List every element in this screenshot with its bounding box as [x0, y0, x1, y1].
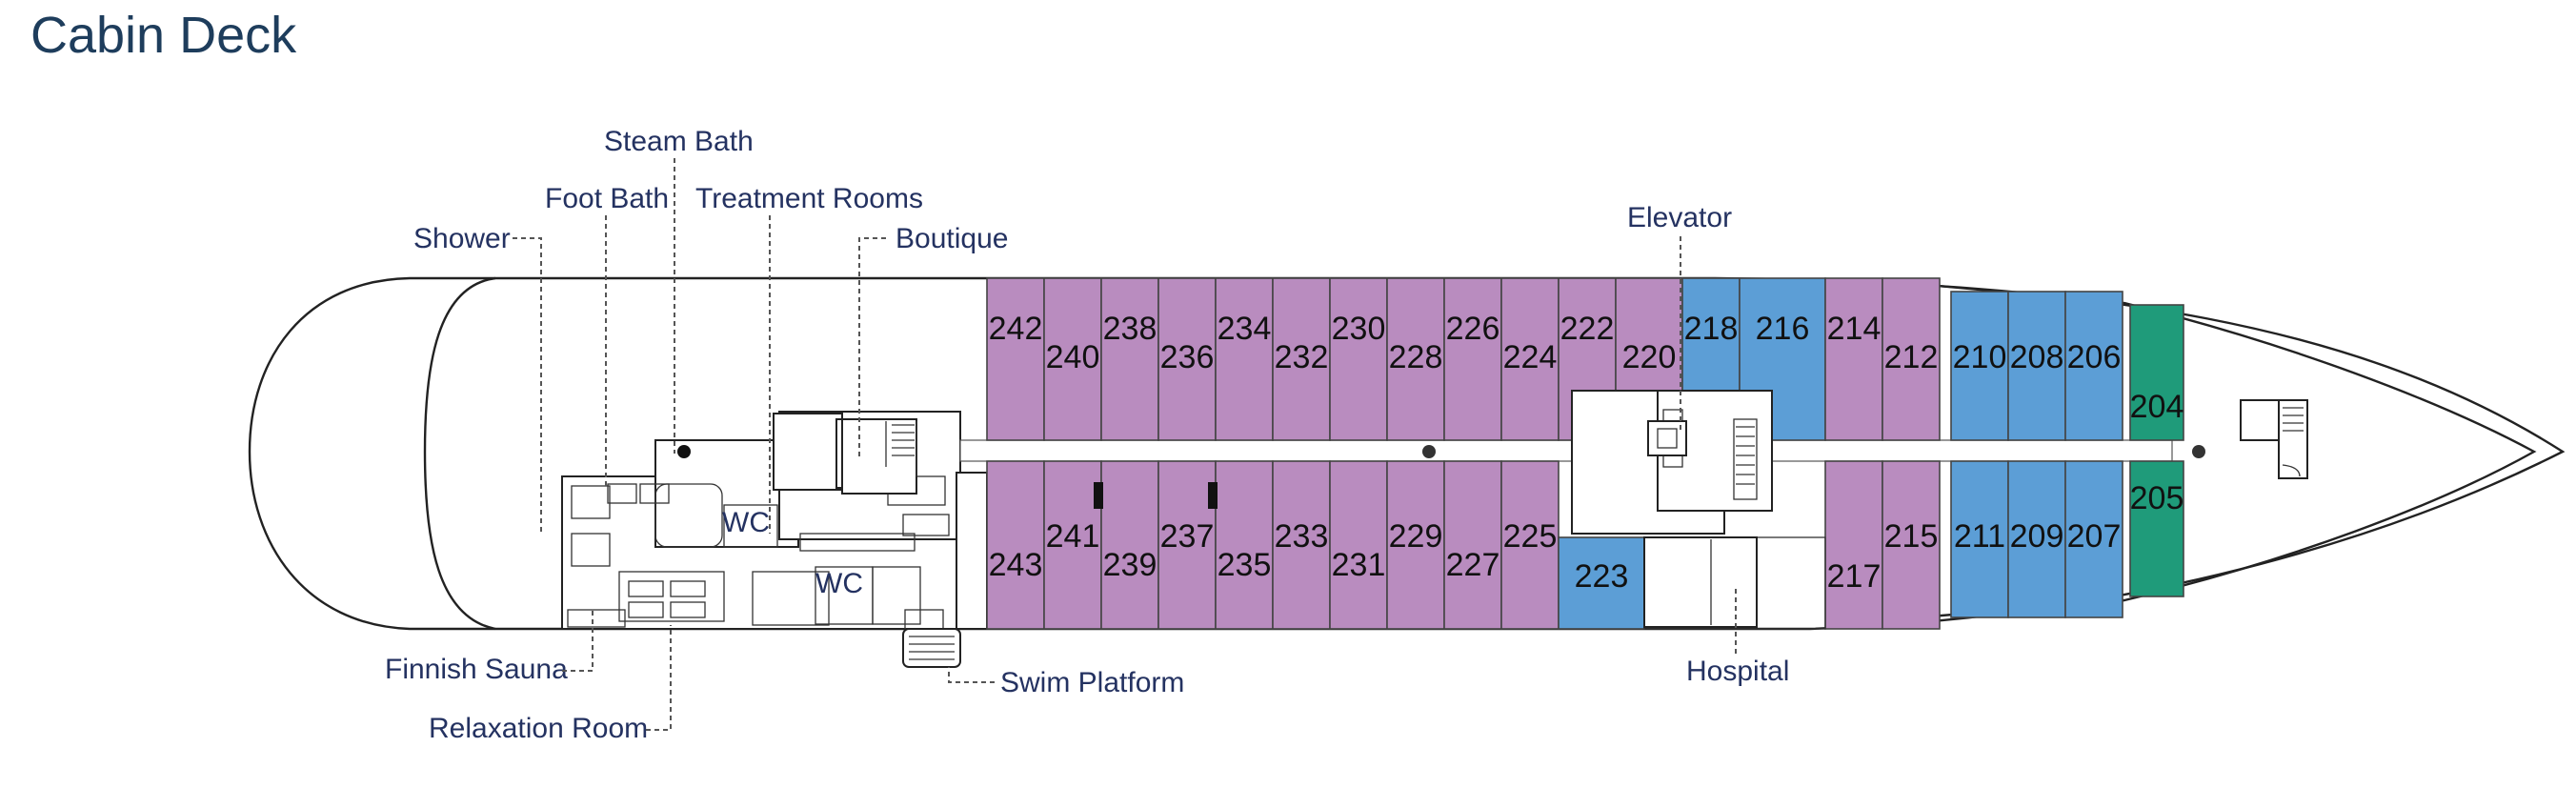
hull-outline	[248, 276, 2566, 631]
cabin-number: 229	[1389, 518, 1443, 555]
aft-stairs	[841, 418, 917, 495]
cabin-number: 232	[1275, 339, 1329, 375]
cabin-number: 236	[1160, 339, 1215, 375]
label-hospital: Hospital	[1686, 656, 1789, 687]
cabin-number: 218	[1684, 311, 1739, 347]
label-swim-platform: Swim Platform	[1000, 667, 1184, 698]
wc-label-2: WC	[815, 568, 863, 599]
swim-platform	[902, 628, 961, 668]
cabin-number: 209	[2010, 518, 2064, 555]
cabin-block[interactable]	[1950, 460, 2009, 618]
cabin-block[interactable]	[986, 460, 1045, 630]
label-boutique: Boutique	[896, 223, 1008, 254]
cabin-number: 224	[1503, 339, 1558, 375]
cabin-number: 230	[1332, 311, 1386, 347]
door-marker	[1094, 482, 1103, 509]
cabin-block[interactable]	[1824, 277, 1883, 441]
cabin-block[interactable]	[1329, 277, 1388, 441]
cabin-block[interactable]	[1500, 277, 1560, 441]
cabin-block[interactable]	[1329, 460, 1388, 630]
cabin-number: 231	[1332, 547, 1386, 583]
page-title: Cabin Deck	[30, 7, 297, 64]
cabin-block[interactable]	[1100, 277, 1159, 441]
cabin-number: 210	[1953, 339, 2007, 375]
cabin-number: 228	[1389, 339, 1443, 375]
cabin-number: 242	[989, 311, 1043, 347]
cabin-block[interactable]	[1043, 277, 1102, 441]
cabin-block[interactable]	[2129, 460, 2184, 597]
cabin-block[interactable]	[2129, 304, 2184, 441]
label-finnish-sauna: Finnish Sauna	[385, 654, 568, 685]
cabin-block[interactable]	[1882, 460, 1941, 630]
cabin-block[interactable]	[1558, 536, 1645, 630]
cabin-block[interactable]	[1386, 460, 1445, 630]
cabin-number: 241	[1046, 518, 1100, 555]
cabin-block[interactable]	[1215, 277, 1274, 441]
cabin-number: 237	[1160, 518, 1215, 555]
cabin-block[interactable]	[1882, 277, 1941, 441]
cabin-number: 238	[1103, 311, 1157, 347]
cabin-block[interactable]	[1443, 277, 1502, 441]
door-marker	[1208, 482, 1218, 509]
cabin-number: 204	[2130, 389, 2184, 425]
bow-stairs	[2240, 399, 2308, 479]
cabin-block[interactable]	[2007, 460, 2066, 618]
cabin-block[interactable]	[1157, 460, 1217, 630]
cabin-number: 215	[1884, 518, 1939, 555]
cabin-number: 217	[1827, 558, 1882, 595]
hospital-room	[1643, 536, 1758, 628]
cabin-block[interactable]	[1500, 460, 1560, 630]
cabin-block[interactable]	[1157, 277, 1217, 441]
label-treatment-rooms: Treatment Rooms	[695, 183, 923, 214]
corridor-dot-bow	[2192, 445, 2205, 458]
cabin-number: 235	[1218, 547, 1272, 583]
cabin-number: 223	[1575, 558, 1629, 595]
cabin-number: 227	[1446, 547, 1500, 583]
cabin-number: 233	[1275, 518, 1329, 555]
cabin-block[interactable]	[1824, 460, 1883, 630]
cabin-number: 225	[1503, 518, 1558, 555]
spa-area	[561, 411, 992, 630]
cabin-block[interactable]	[1100, 460, 1159, 630]
cabin-number: 214	[1827, 311, 1882, 347]
cabin-number: 234	[1218, 311, 1272, 347]
label-elevator: Elevator	[1627, 202, 1732, 233]
cabin-number: 205	[2130, 480, 2184, 516]
cabin-number: 216	[1756, 311, 1810, 347]
cabin-block[interactable]	[2007, 291, 2066, 441]
corridor-dot	[1422, 445, 1436, 458]
cabin-block[interactable]	[1443, 460, 1502, 630]
cabin-number: 239	[1103, 547, 1157, 583]
cabin-number: 243	[989, 547, 1043, 583]
cabin-block[interactable]	[2064, 460, 2123, 618]
label-shower: Shower	[413, 223, 511, 254]
cabin-block[interactable]	[1386, 277, 1445, 441]
cabin-block[interactable]	[2064, 291, 2123, 441]
cabin-block[interactable]	[1043, 460, 1102, 630]
wc-label: WC	[722, 507, 770, 538]
cabin-number: 212	[1884, 339, 1939, 375]
spa-fixture-dot	[677, 445, 691, 458]
cabin-number: 222	[1560, 311, 1615, 347]
label-foot-bath: Foot Bath	[545, 183, 669, 214]
cabin-number: 207	[2067, 518, 2122, 555]
label-steam-bath: Steam Bath	[604, 126, 754, 157]
cabin-block[interactable]	[986, 277, 1045, 441]
cabin-number: 206	[2067, 339, 2122, 375]
callouts: Steam Bath Foot Bath Treatment Rooms Sho…	[385, 126, 1789, 744]
cabin-number: 208	[2010, 339, 2064, 375]
cabin-block[interactable]	[1950, 291, 2009, 441]
cabin-block[interactable]	[1215, 460, 1274, 630]
cabin-number: 211	[1954, 518, 2005, 555]
cabin-number: 220	[1622, 339, 1677, 375]
cabin-number: 240	[1046, 339, 1100, 375]
label-relaxation-room: Relaxation Room	[429, 713, 648, 744]
cabin-number: 226	[1446, 311, 1500, 347]
